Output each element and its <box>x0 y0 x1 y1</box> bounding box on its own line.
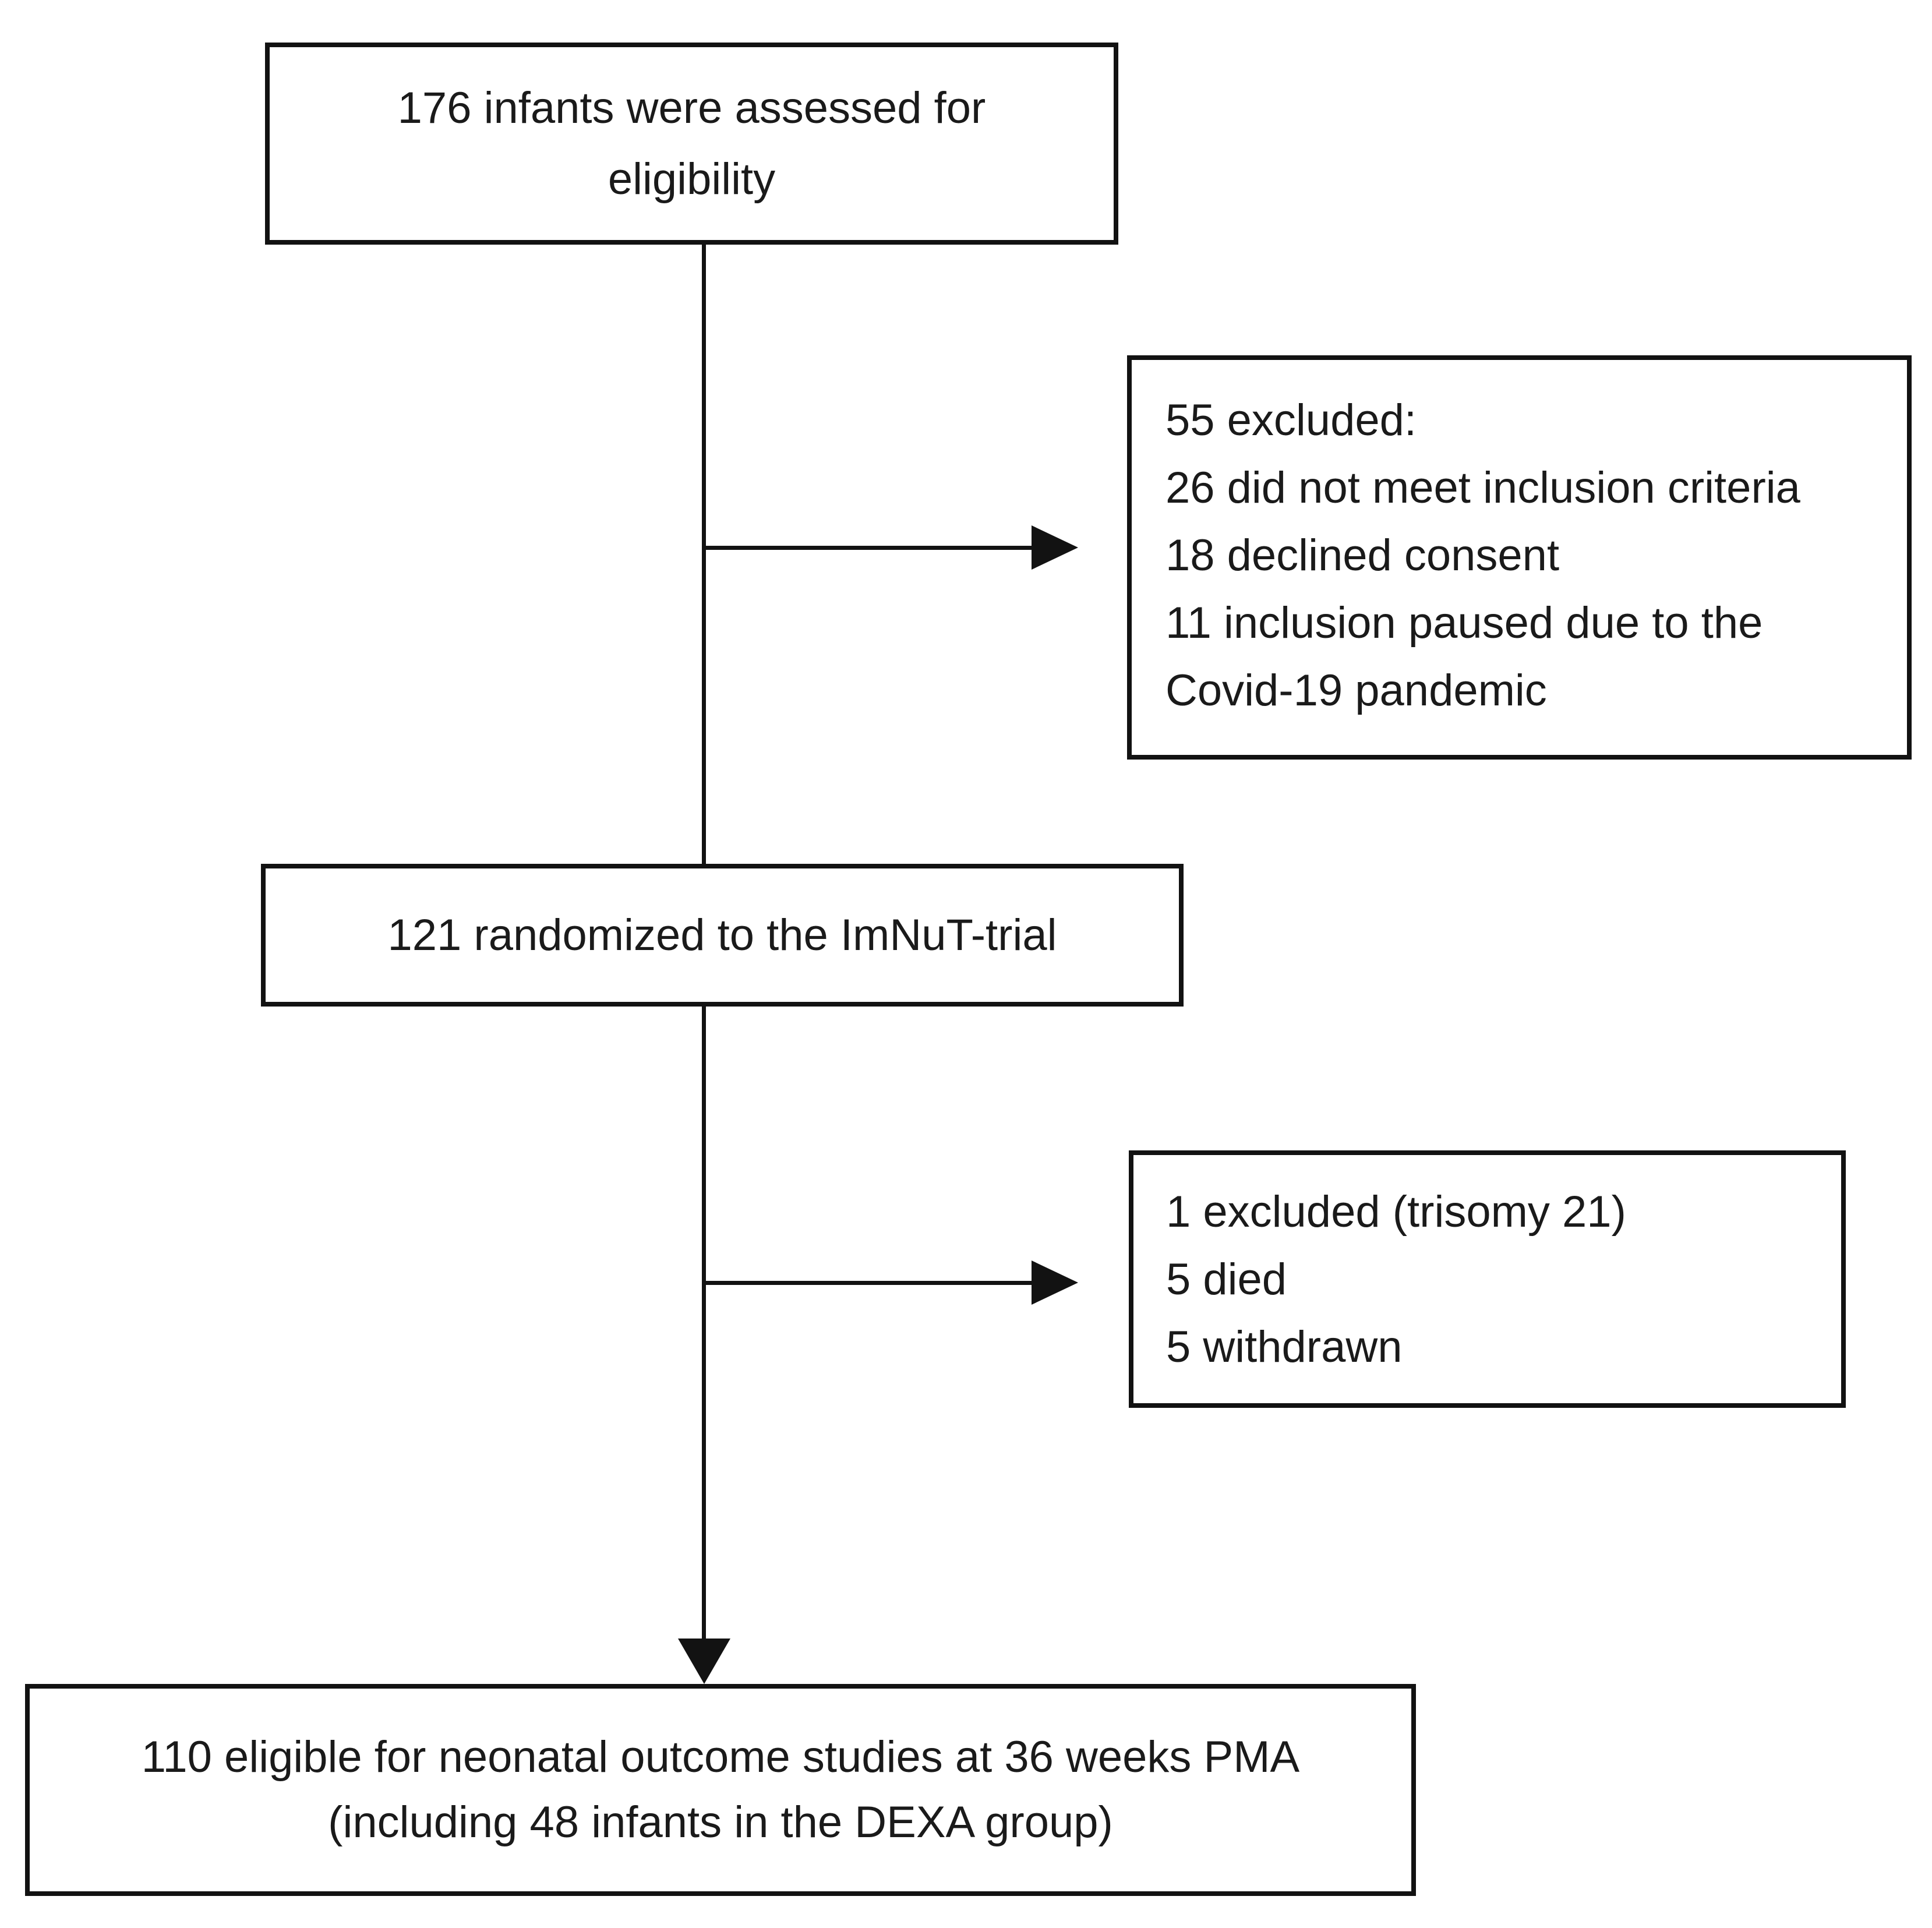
arrowhead-right-icon <box>1032 1260 1078 1305</box>
box-eligible-outcome: 110 eligible for neonatal outcome studie… <box>25 1684 1416 1896</box>
box-randomized: 121 randomized to the ImNuT-trial <box>261 864 1184 1007</box>
excluded-screening-line-3: 18 declined consent <box>1165 531 1560 580</box>
assessed-line-2: eligibility <box>607 154 776 204</box>
excluded-screening-line-2: 26 did not meet inclusion criteria <box>1165 463 1800 513</box>
box-excluded-screening: 55 excluded: 26 did not meet inclusion c… <box>1127 355 1912 760</box>
connector-randomized-to-eligible <box>702 1007 706 1639</box>
arrowhead-right-icon <box>1032 525 1078 570</box>
connector-to-excluded-randomization <box>704 1281 1032 1285</box>
eligible-line-2: (including 48 infants in the DEXA group) <box>328 1798 1113 1847</box>
excluded-screening-line-5: Covid-19 pandemic <box>1165 666 1547 715</box>
excluded-randomization-line-1: 1 excluded (trisomy 21) <box>1166 1187 1626 1237</box>
randomized-line-1: 121 randomized to the ImNuT-trial <box>387 910 1057 960</box>
box-assessed-eligibility: 176 infants were assessed for eligibilit… <box>265 43 1118 245</box>
connector-assessed-to-randomized <box>702 245 706 864</box>
assessed-line-1: 176 infants were assessed for <box>397 83 986 133</box>
box-excluded-randomization: 1 excluded (trisomy 21) 5 died 5 withdra… <box>1129 1150 1846 1408</box>
arrowhead-down-icon <box>678 1639 730 1684</box>
connector-to-excluded-screening <box>704 546 1032 550</box>
eligible-line-1: 110 eligible for neonatal outcome studie… <box>141 1732 1300 1782</box>
excluded-screening-line-1: 55 excluded: <box>1165 396 1417 445</box>
excluded-randomization-line-2: 5 died <box>1166 1255 1287 1304</box>
excluded-randomization-line-3: 5 withdrawn <box>1166 1322 1403 1372</box>
excluded-screening-line-4: 11 inclusion paused due to the <box>1165 598 1763 648</box>
